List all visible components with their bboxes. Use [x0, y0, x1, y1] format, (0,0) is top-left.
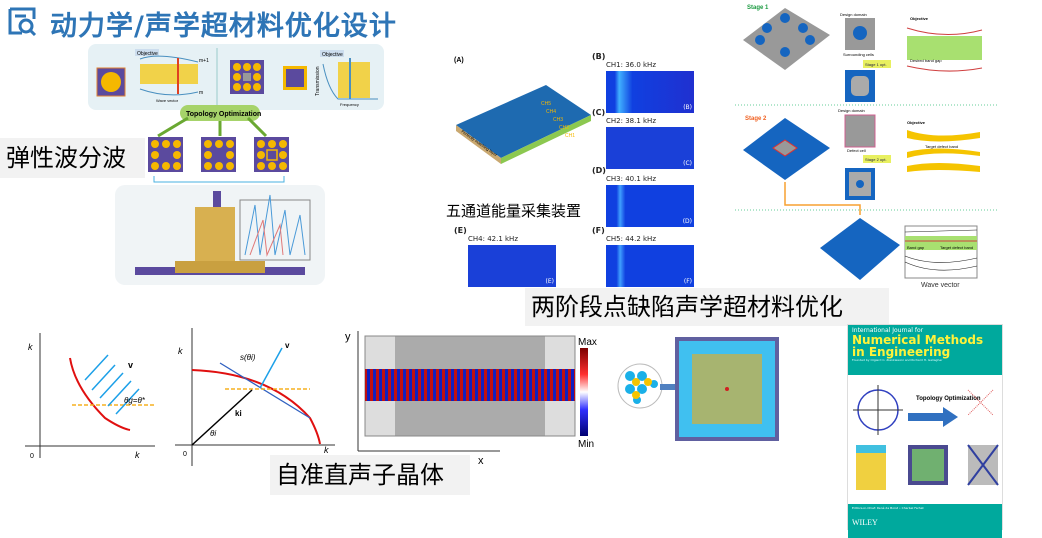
- topology-optimization-label: Topology Optimization: [186, 111, 261, 118]
- svg-text:0: 0: [183, 451, 187, 458]
- transmission-axis-label: Transmission: [315, 66, 321, 96]
- svg-text:m: m: [199, 90, 203, 96]
- elastic-wave-label: 弹性波分波: [0, 138, 145, 178]
- elastic-wave-figure: Objective m+1 m Wave vector Objective Tra…: [88, 44, 384, 184]
- wave-vector-axis-label: Wave vector: [921, 282, 960, 289]
- svg-text:CH5: CH5: [541, 101, 551, 107]
- page-title: 动力学/声学超材料优化设计: [50, 11, 397, 42]
- svg-text:k: k: [135, 450, 140, 460]
- panel-letter: (D): [592, 166, 606, 175]
- t-junction-figure: [115, 185, 325, 285]
- svg-text:k: k: [178, 346, 183, 356]
- svg-text:v: v: [128, 360, 133, 370]
- svg-text:Target defect band: Target defect band: [940, 245, 973, 250]
- panel-letter: (F): [592, 226, 605, 235]
- svg-text:Band gap: Band gap: [907, 245, 925, 250]
- heatmap-b: (B)CH1: 36.0 kHz(B): [592, 52, 694, 113]
- svg-text:y: y: [345, 331, 351, 343]
- svg-text:CH1: CH1: [565, 133, 575, 139]
- svg-text:CH4: CH4: [546, 109, 556, 115]
- svg-text:CH3: CH3: [553, 117, 563, 123]
- objective-label: Objective: [137, 51, 158, 57]
- svg-text:0: 0: [30, 453, 34, 460]
- svg-text:θi: θi: [210, 429, 216, 438]
- panel-letter: (E): [454, 226, 467, 235]
- title-icon: [6, 5, 38, 37]
- heatmap-d: (D)CH3: 40.1 kHz(D): [592, 166, 694, 227]
- panel-letter: (C): [592, 108, 606, 117]
- svg-text:Design domain: Design domain: [838, 108, 865, 113]
- self-collimation-label: 自准直声子晶体: [270, 455, 470, 495]
- svg-text:Max: Max: [578, 337, 597, 348]
- svg-text:Target defect band: Target defect band: [925, 144, 958, 149]
- journal-top: International Journal for: [852, 327, 924, 334]
- svg-text:Min: Min: [578, 439, 594, 450]
- svg-text:Objective: Objective: [322, 52, 343, 58]
- two-stage-label: 两阶段点缺陷声学超材料优化: [525, 288, 889, 326]
- self-collimation-diagrams: k k 0 v θg=θ* k k 0 s(θi) ki θi v: [20, 328, 340, 473]
- energy-harvesting-label: 五通道能量采集装置: [446, 200, 582, 221]
- heatmap-c: (C)CH2: 38.1 kHz(C): [592, 108, 694, 169]
- svg-text:Design domain: Design domain: [840, 12, 867, 17]
- svg-text:Objective: Objective: [907, 120, 926, 125]
- svg-text:v: v: [285, 341, 290, 350]
- svg-text:Stage 2: Stage 2: [745, 116, 767, 122]
- svg-text:Stage 2 opt.: Stage 2 opt.: [865, 157, 887, 162]
- svg-text:(A): (A): [454, 57, 464, 64]
- svg-text:Stage 1: Stage 1: [747, 5, 769, 11]
- svg-text:Stage 1 opt.: Stage 1 opt.: [865, 62, 887, 67]
- panel-letter: (B): [592, 52, 606, 61]
- two-stage-figure: Stage 1 Design domain Surrounding cells …: [735, 0, 1042, 290]
- svg-text:m+1: m+1: [199, 58, 209, 64]
- svg-text:Defect cell: Defect cell: [847, 148, 866, 153]
- svg-text:x: x: [478, 455, 484, 466]
- svg-text:k: k: [28, 342, 33, 352]
- svg-text:Surrounding cells: Surrounding cells: [843, 52, 874, 57]
- journal-cover: International Journal for Numerical Meth…: [847, 324, 1003, 538]
- svg-text:Objective: Objective: [910, 16, 929, 21]
- svg-text:CH2: CH2: [559, 125, 569, 131]
- svg-text:Topology Optimization: Topology Optimization: [916, 396, 981, 402]
- publisher-logo: WILEY: [852, 518, 878, 527]
- svg-text:k: k: [324, 445, 329, 455]
- svg-text:ki: ki: [235, 409, 242, 418]
- metamaterial-figure: [615, 334, 795, 444]
- svg-text:Frequency: Frequency: [340, 102, 359, 107]
- svg-text:Desired band gap: Desired band gap: [910, 58, 942, 63]
- svg-text:Wave vector: Wave vector: [156, 98, 179, 103]
- svg-text:s(θi): s(θi): [240, 353, 256, 362]
- heatmap-f: (F)CH5: 44.2 kHz(F): [592, 226, 694, 287]
- svg-text:θg=θ*: θg=θ*: [124, 396, 146, 405]
- heatmap-e: (E)CH4: 42.1 kHz(E): [454, 226, 556, 287]
